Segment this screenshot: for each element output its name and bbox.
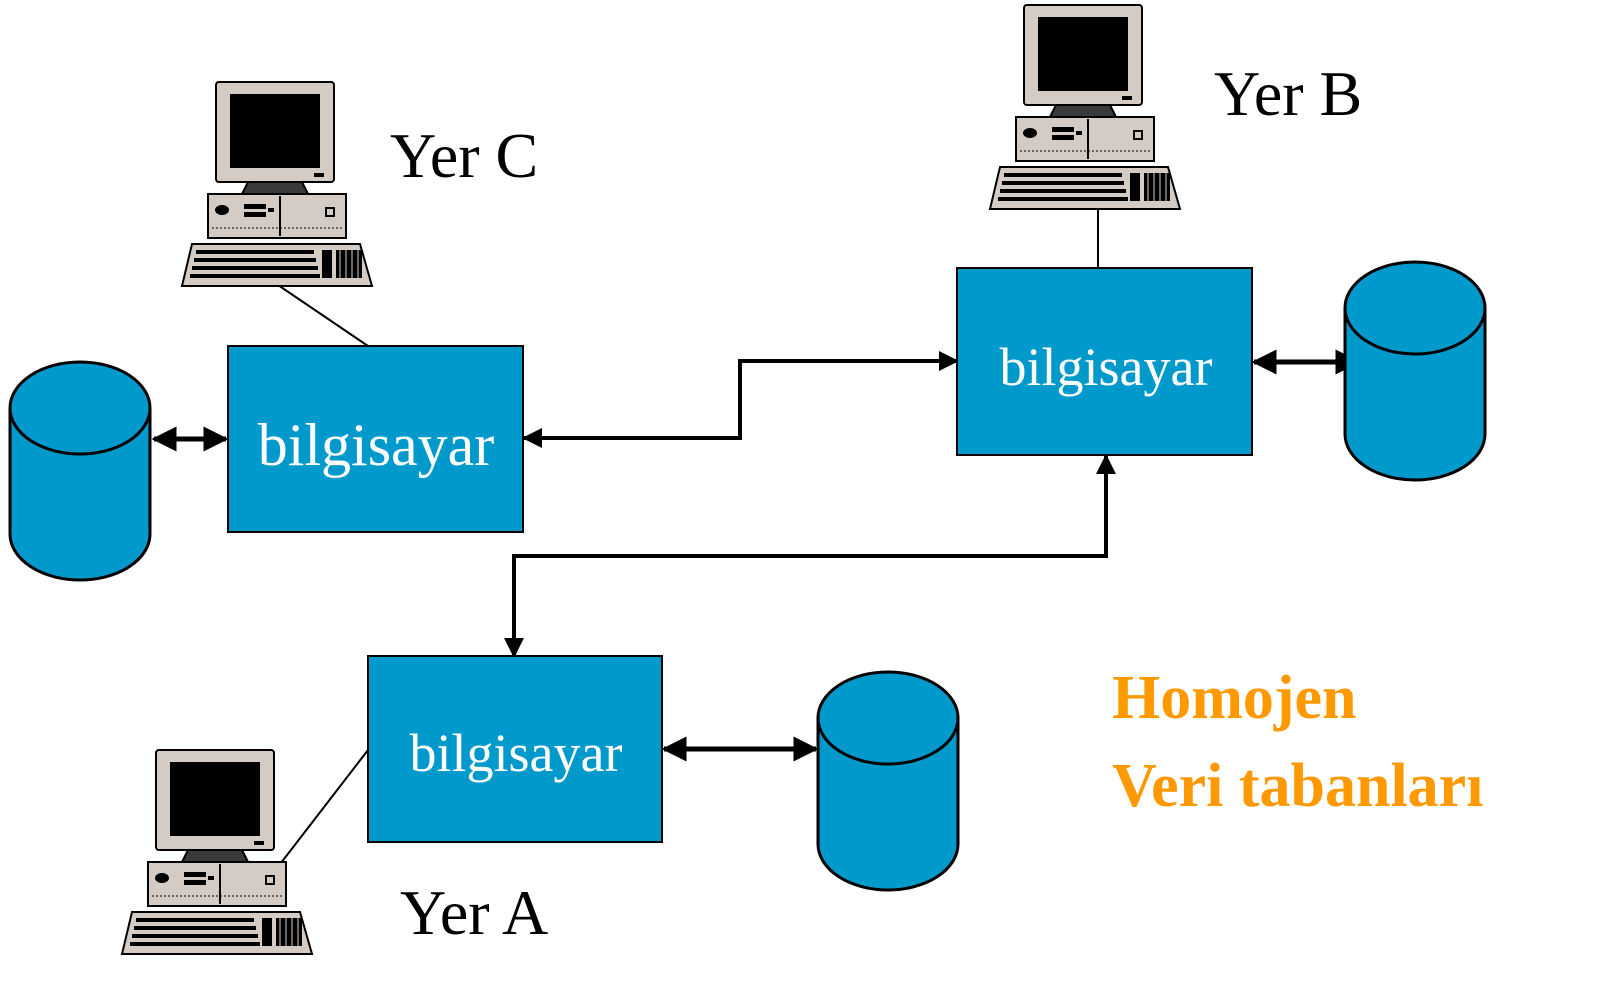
database-a-icon [816, 670, 960, 892]
site-label-c: Yer C [390, 120, 538, 191]
node-box-b [956, 267, 1253, 456]
database-b-icon [1343, 260, 1487, 482]
node-label-c: bilgisayar [258, 412, 495, 478]
link-pc-c-to-box-c [277, 284, 369, 347]
title-line-1: Homojen [1112, 664, 1357, 732]
computer-a-icon [121, 749, 313, 955]
link-pc-a-to-box-a [273, 749, 369, 873]
node-label-a: bilgisayar [410, 723, 623, 783]
arrow-c-to-b [522, 351, 959, 448]
computer-c-icon [181, 81, 373, 287]
node-label-b: bilgisayar [1000, 337, 1213, 397]
site-label-a: Yer A [400, 877, 548, 948]
database-c-icon [8, 360, 152, 582]
site-label-b: Yer B [1214, 58, 1362, 129]
arrow-a-to-b [504, 454, 1116, 658]
title-line-2: Veri tabanları [1112, 752, 1483, 820]
node-box-a [367, 655, 663, 843]
computer-b-icon [989, 4, 1181, 210]
node-box-c [227, 345, 524, 533]
